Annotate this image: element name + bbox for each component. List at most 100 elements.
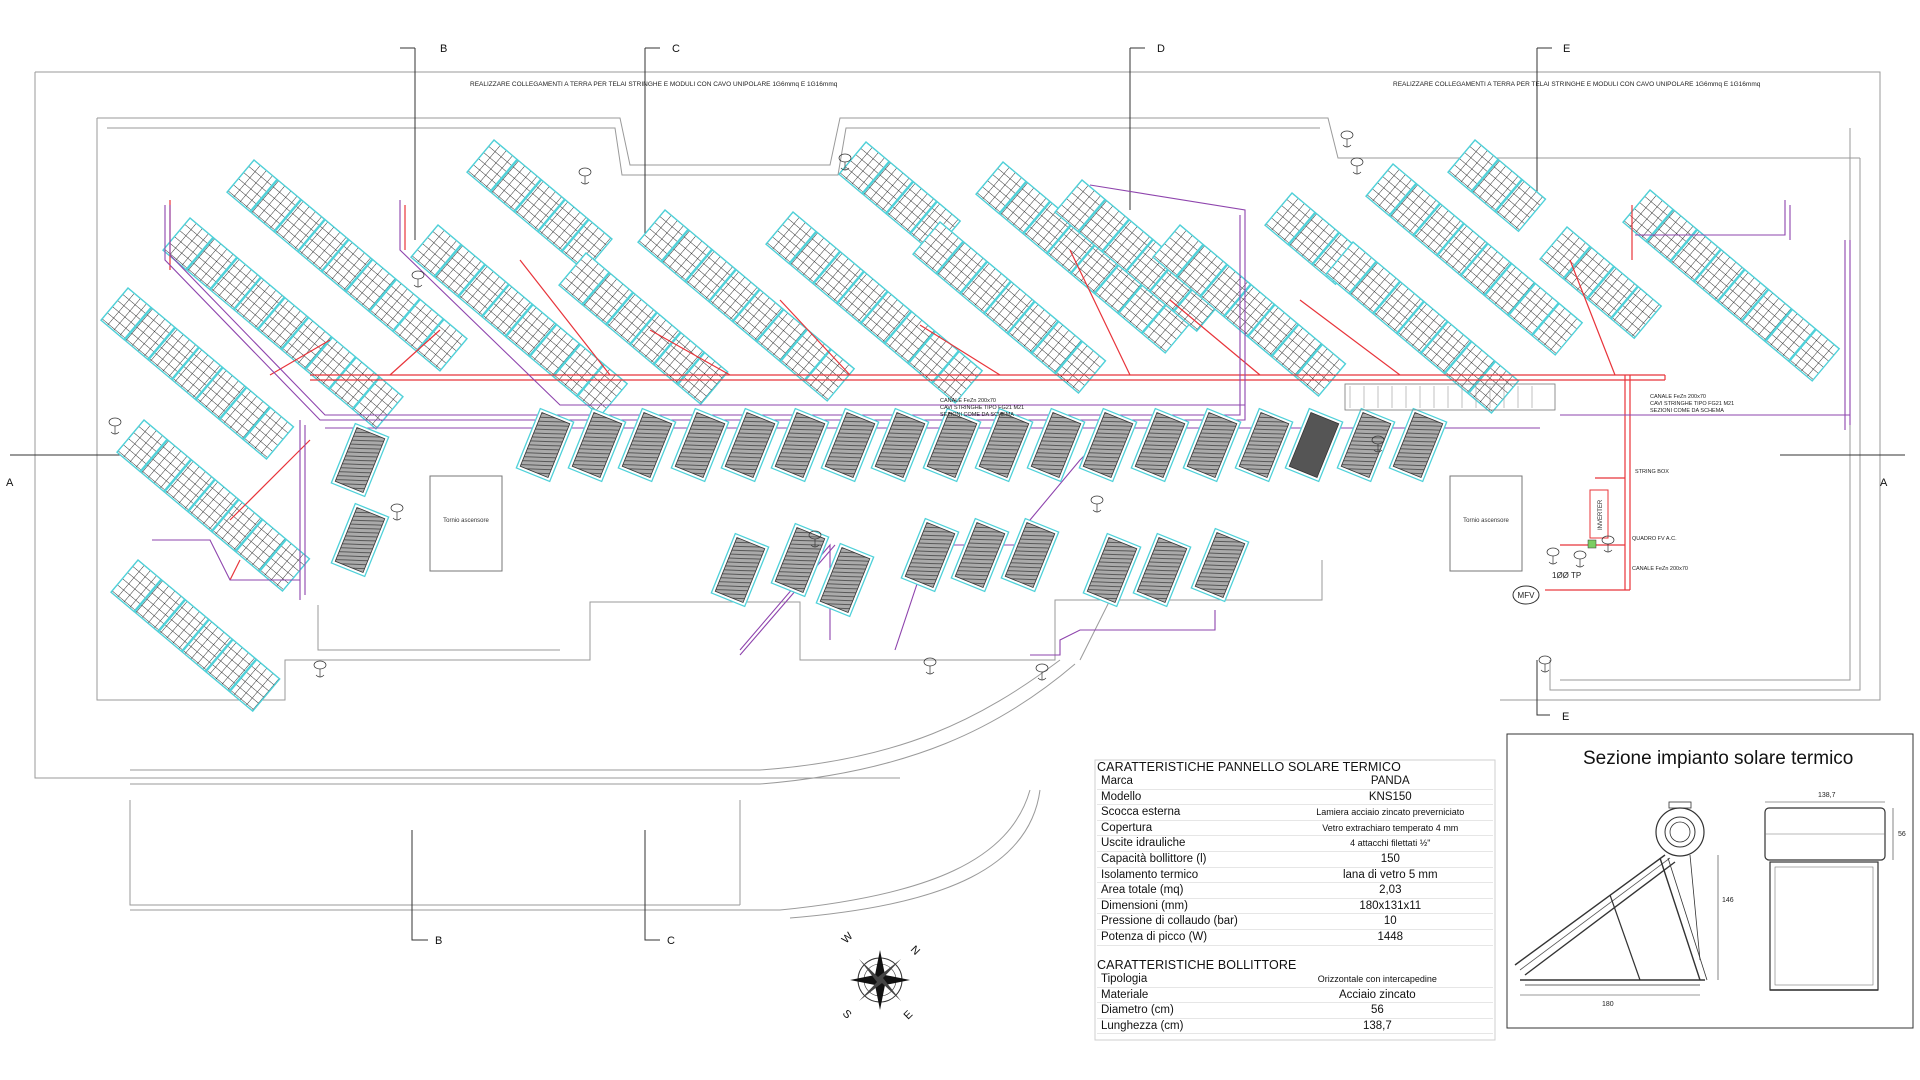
pv-module bbox=[885, 180, 938, 235]
pv-module bbox=[812, 250, 865, 305]
channel-label-center: CANALE FeZn 200x70 CAVI STRINGHE TIPO FG… bbox=[940, 398, 1024, 418]
pv-module bbox=[368, 278, 421, 333]
thermal-collector bbox=[770, 407, 830, 483]
pv-module bbox=[258, 538, 311, 593]
pv-module bbox=[328, 356, 381, 410]
spec-value: Lamiera acciaio zincato preverniciato bbox=[1287, 804, 1493, 821]
thermal-collector bbox=[1284, 407, 1344, 483]
lift-room-label-right: Tornio ascensore bbox=[1463, 518, 1509, 524]
thermal-collector bbox=[1078, 407, 1138, 483]
pv-module bbox=[629, 311, 682, 366]
spec-row: Dimensioni (mm)180x131x11 bbox=[1097, 898, 1493, 915]
thermal-collector bbox=[1132, 532, 1192, 608]
pv-module bbox=[163, 458, 216, 513]
thermal-collector bbox=[1182, 407, 1242, 483]
pv-module bbox=[1460, 242, 1512, 297]
pv-module bbox=[660, 228, 713, 283]
pv-module bbox=[110, 559, 162, 613]
section-e-top: E bbox=[1563, 43, 1570, 55]
pv-module bbox=[1223, 283, 1276, 338]
pv-module bbox=[1412, 202, 1465, 257]
spec-key: Materiale bbox=[1097, 987, 1262, 1004]
purple-cable-runs bbox=[152, 184, 1851, 656]
pv-module bbox=[883, 310, 936, 365]
pv-module bbox=[755, 308, 808, 363]
spec-value: 180x131x11 bbox=[1287, 898, 1493, 915]
pv-module bbox=[100, 287, 152, 341]
thermal-collector bbox=[950, 517, 1010, 593]
pv-module bbox=[205, 638, 257, 693]
channel-label-right: CANALE FeZn 200x70 CAVI STRINGHE TIPO FG… bbox=[1650, 394, 1734, 414]
pv-module bbox=[637, 209, 689, 263]
inverter-label: INVERTER bbox=[1598, 499, 1604, 530]
pv-module bbox=[410, 224, 462, 278]
ground-connection-icon bbox=[808, 530, 822, 548]
pv-module bbox=[457, 263, 510, 318]
pv-module bbox=[537, 198, 590, 253]
pv-module bbox=[1764, 308, 1817, 363]
pv-module bbox=[392, 298, 445, 352]
thermal-collector bbox=[720, 407, 780, 483]
pv-module bbox=[1494, 178, 1547, 233]
compass-e: E bbox=[902, 1008, 916, 1022]
pv-module bbox=[1348, 260, 1401, 315]
ground-connection-icon bbox=[578, 167, 592, 185]
pv-array bbox=[1365, 163, 1584, 356]
pv-module bbox=[1199, 263, 1252, 318]
pv-module bbox=[1669, 228, 1722, 283]
pv-module bbox=[415, 318, 468, 372]
pv-module bbox=[1586, 265, 1639, 320]
pv-module bbox=[561, 218, 613, 273]
pv-module bbox=[211, 498, 263, 553]
ground-connection-icon bbox=[411, 270, 425, 288]
ground-note-right: REALIZZARE COLLEGAMENTI A TERRA PER TELA… bbox=[1393, 81, 1761, 88]
ground-connection-icon bbox=[1090, 495, 1104, 513]
pv-module bbox=[1287, 211, 1340, 266]
tables-frame bbox=[1094, 759, 1496, 1041]
spec-key: Dimensioni (mm) bbox=[1097, 898, 1288, 915]
pv-module bbox=[912, 221, 964, 275]
thermal-collector bbox=[1000, 517, 1060, 593]
ground-connection-icon bbox=[838, 153, 852, 171]
pv-module bbox=[684, 248, 737, 303]
pv-module bbox=[234, 518, 287, 573]
thermal-collector bbox=[710, 532, 770, 608]
pv-module bbox=[505, 303, 557, 358]
pv-module bbox=[185, 236, 238, 291]
ground-connection-icon bbox=[1538, 655, 1552, 673]
spec-key: Modello bbox=[1097, 789, 1288, 806]
pv-module bbox=[605, 291, 658, 346]
red-cable-runs bbox=[169, 200, 1666, 591]
thermal-collector bbox=[1082, 532, 1142, 608]
pv-module bbox=[351, 376, 404, 430]
pv-module bbox=[226, 159, 278, 213]
section-e-bottom: E bbox=[1562, 711, 1569, 723]
thermal-collector bbox=[770, 522, 830, 598]
section-lines bbox=[10, 47, 1905, 941]
pv-module bbox=[931, 350, 984, 404]
pv-module bbox=[558, 252, 610, 306]
spec-value: 150 bbox=[1287, 851, 1493, 868]
spec-row: Potenza di picco (W)1448 bbox=[1097, 929, 1493, 946]
drain-symbols bbox=[108, 130, 1615, 681]
pv-module bbox=[1420, 320, 1472, 375]
tp-label: 1ØØ TP bbox=[1552, 571, 1581, 580]
thermal-collector bbox=[330, 502, 390, 578]
pv-module bbox=[139, 438, 192, 493]
spec-key: Tipologia bbox=[1097, 972, 1262, 988]
spec-key: Capacità bollittore (l) bbox=[1097, 851, 1288, 868]
ground-connection-icon bbox=[108, 417, 122, 435]
spec-key: Pressione di collaudo (bar) bbox=[1097, 913, 1288, 930]
pv-module bbox=[838, 141, 890, 195]
spec-key: Isolamento termico bbox=[1097, 867, 1288, 884]
string-box-label: STRING BOX bbox=[1635, 469, 1669, 475]
pv-array bbox=[110, 559, 281, 713]
pv-module bbox=[273, 198, 326, 253]
thermal-collectors bbox=[330, 407, 1448, 618]
thermal-collector bbox=[567, 407, 627, 483]
ground-connection-icon bbox=[923, 657, 937, 675]
section-a-right: A bbox=[1880, 477, 1888, 489]
